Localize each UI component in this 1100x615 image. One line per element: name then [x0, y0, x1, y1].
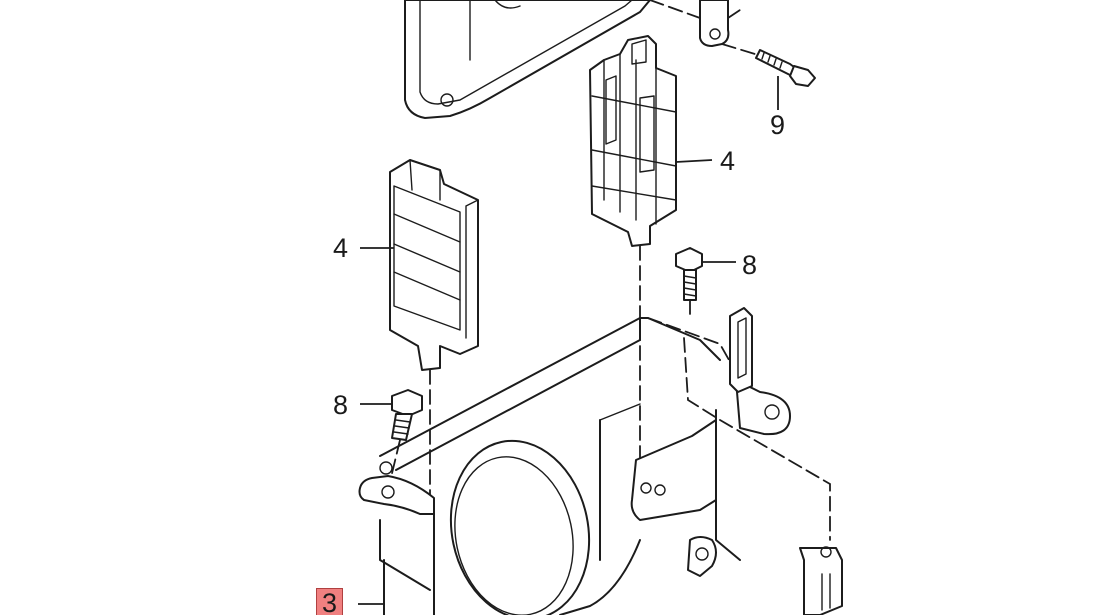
- callout-part-3-highlighted[interactable]: 3: [316, 588, 344, 615]
- callout-part-8-left: 8: [333, 390, 349, 420]
- callout-part-4-right: 4: [720, 146, 736, 176]
- callout-part-8-right: 8: [742, 250, 758, 280]
- control-unit-housing: [404, 0, 651, 119]
- bracket-3: [358, 307, 843, 615]
- bolt-8-left: [360, 389, 423, 441]
- callout-part-4-left: 4: [333, 233, 349, 263]
- bolt-8-right: [675, 247, 736, 301]
- relay-carrier-left: [360, 159, 479, 371]
- screw-9: [755, 49, 816, 110]
- mounting-tab: [649, 0, 769, 59]
- callout-part-9: 9: [770, 110, 786, 140]
- relay-carrier-right: [589, 35, 713, 247]
